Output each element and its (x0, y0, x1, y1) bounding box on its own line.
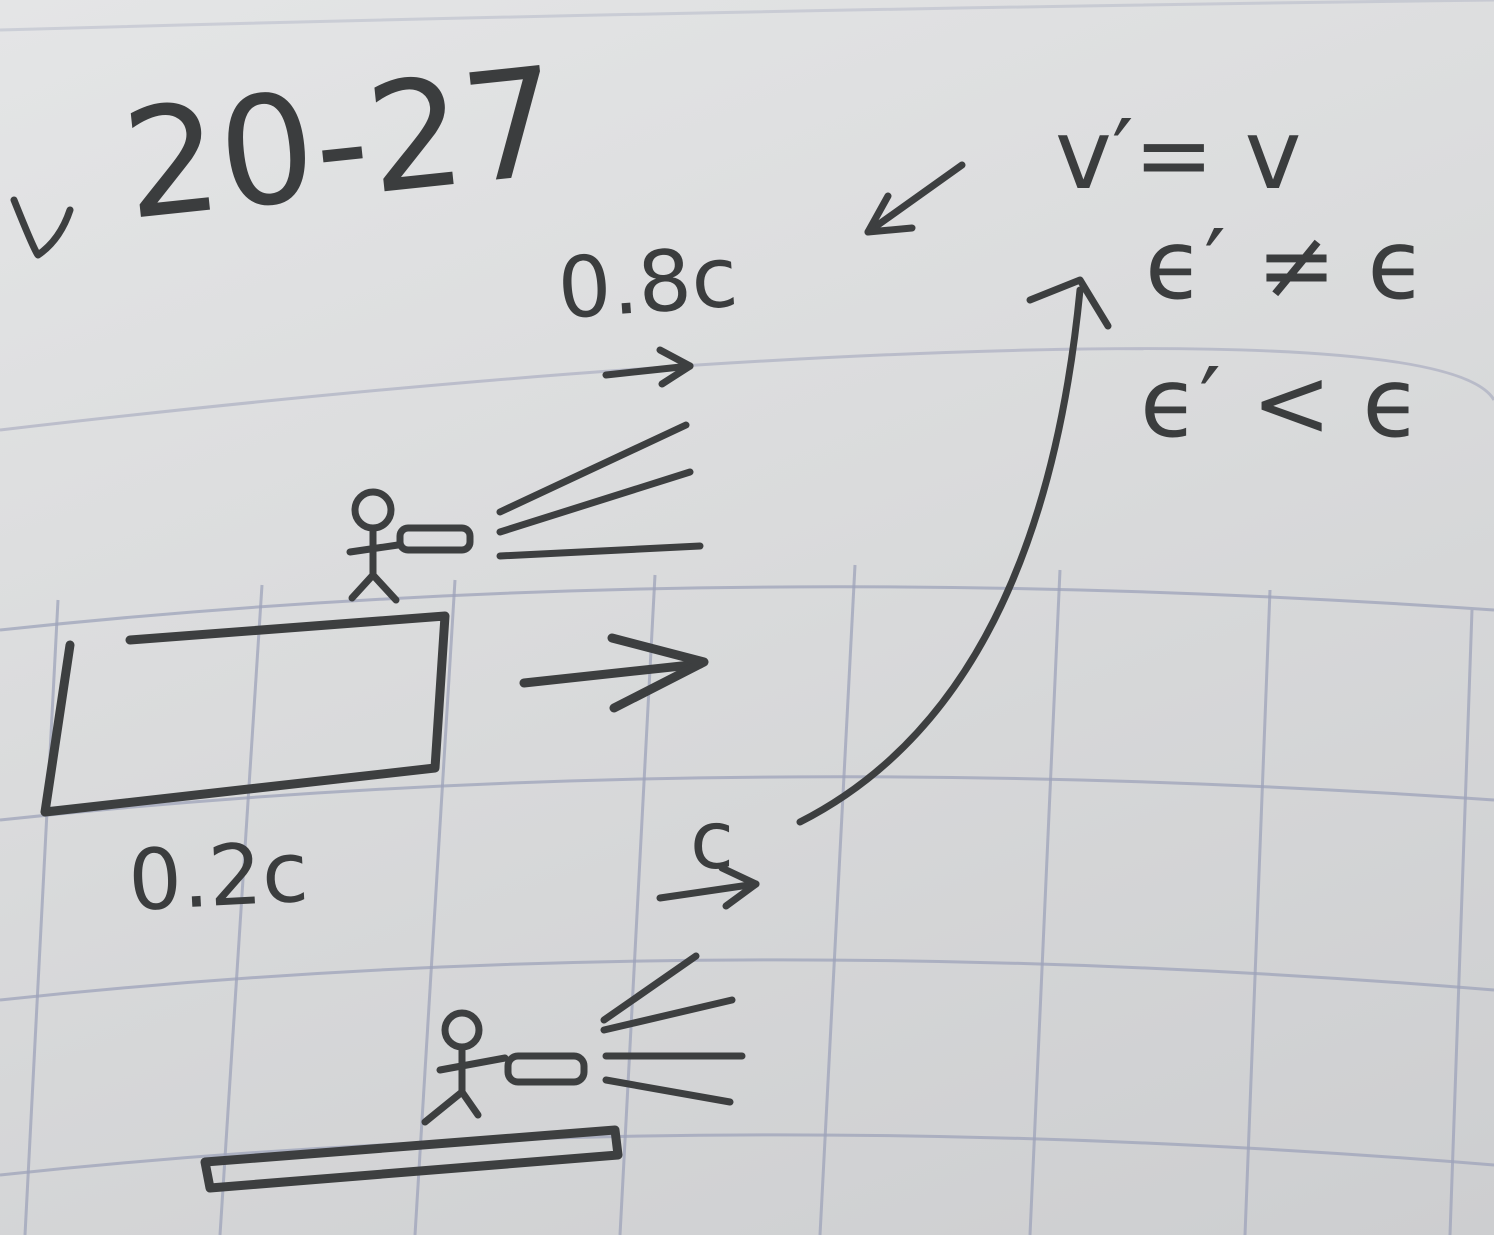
speed-label-upper: 0.8c (555, 228, 741, 338)
problem-number: 20-27 (116, 35, 568, 254)
pointer-arrow (864, 161, 966, 236)
ship-motion-arrow (519, 633, 709, 713)
relation-energy-unequal: ϵ′ ≠ ϵ (1145, 209, 1426, 321)
curved-connector-arrow (796, 276, 1112, 826)
speed-label-lower: 0.2c (126, 823, 311, 930)
person-with-flashlight-upper (346, 421, 704, 604)
graph-paper-grid (0, 564, 1494, 1235)
ruled-lines (0, 0, 1494, 432)
platform (200, 1125, 623, 1193)
partial-letter-mark (10, 196, 74, 259)
light-arrow-lower (656, 864, 760, 910)
velocity-arrow-upper (602, 346, 694, 388)
person-with-flashlight-lower (421, 952, 746, 1126)
relation-velocity: v′= v (1055, 99, 1301, 211)
relation-energy-less: ϵ′ < ϵ (1140, 347, 1421, 459)
ship-box (40, 611, 450, 817)
